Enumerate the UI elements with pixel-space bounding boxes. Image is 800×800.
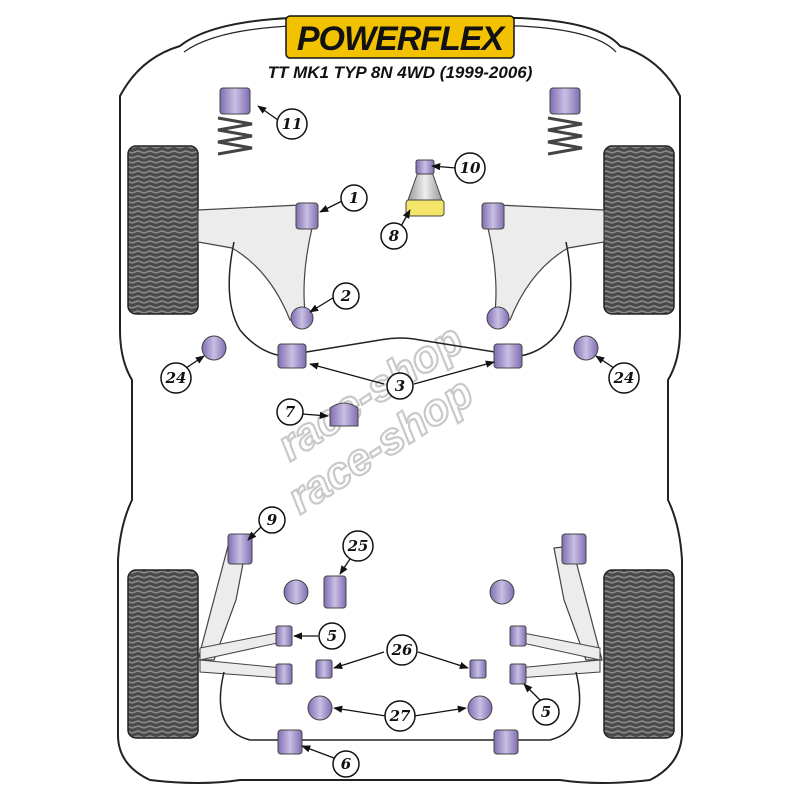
logo-text: POWERFLEX [297, 20, 507, 58]
svg-text:24: 24 [613, 369, 635, 387]
bush-24-left [201, 335, 227, 361]
svg-text:6: 6 [341, 755, 352, 773]
callout-27: 27 [384, 700, 416, 732]
bush-26-right [469, 659, 487, 679]
callout-10: 10 [454, 152, 486, 184]
bush-5-lower-right [509, 663, 527, 685]
svg-text:5: 5 [327, 627, 337, 645]
engine-mount [405, 159, 445, 217]
front-anti-roll-bar [228, 241, 572, 357]
callout-1: 1 [340, 184, 368, 212]
svg-text:2: 2 [340, 287, 351, 305]
svg-text:10: 10 [460, 159, 481, 177]
svg-text:7: 7 [285, 403, 296, 421]
bush-rear-round-left [283, 579, 309, 605]
callout-25: 25 [342, 530, 374, 562]
callout-7: 7 [276, 398, 304, 426]
svg-text:24: 24 [165, 369, 187, 387]
bush-25 [323, 575, 347, 609]
car-body-outline [117, 17, 683, 784]
svg-text:25: 25 [347, 537, 369, 555]
rear-right-tyre [603, 569, 675, 739]
bush-2-right [486, 306, 510, 330]
callout-2: 2 [332, 282, 360, 310]
callout-11: 11 [276, 108, 308, 140]
bush-1-right [481, 202, 505, 230]
callout-24-left: 24 [160, 362, 192, 394]
front-left-tyre [127, 145, 199, 315]
rear-anti-roll-bar [219, 671, 581, 741]
bush-6-right [493, 729, 519, 755]
bush-27-left [307, 695, 333, 721]
bush-3-left [277, 343, 307, 369]
rear-right-trailing-arm [553, 545, 603, 661]
callout-26: 26 [386, 634, 418, 666]
front-right-tyre [603, 145, 675, 315]
callout-5-right: 5 [532, 698, 560, 726]
bush-9-right [561, 533, 587, 565]
callout-3: 3 [386, 372, 414, 400]
vehicle-title: TT MK1 TYP 8N 4WD (1999-2006) [268, 63, 533, 82]
svg-text:27: 27 [389, 707, 411, 725]
callout-9: 9 [258, 506, 286, 534]
svg-text:1: 1 [349, 189, 359, 207]
svg-text:9: 9 [267, 511, 278, 529]
bush-26-left [315, 659, 333, 679]
svg-text:5: 5 [541, 703, 551, 721]
svg-text:8: 8 [389, 227, 400, 245]
callout-5-left: 5 [318, 622, 346, 650]
callout-24-right: 24 [608, 362, 640, 394]
front-left-spring [217, 87, 253, 156]
bush-2-left [290, 306, 314, 330]
svg-text:3: 3 [395, 377, 405, 395]
svg-text:26: 26 [391, 641, 413, 659]
bush-24-right [573, 335, 599, 361]
rear-left-tyre [127, 569, 199, 739]
bush-27-right [467, 695, 493, 721]
callout-6: 6 [332, 750, 360, 778]
bush-1-left [295, 202, 319, 230]
bush-7 [329, 402, 359, 427]
bush-9-left [227, 533, 253, 565]
bush-3-right [493, 343, 523, 369]
powerflex-logo: POWERFLEX [285, 15, 515, 59]
bush-5-upper-right [509, 625, 527, 647]
front-right-spring [547, 87, 583, 156]
callout-8: 8 [380, 222, 408, 250]
svg-text:11: 11 [282, 115, 303, 133]
bush-rear-round-right [489, 579, 515, 605]
bush-6-left [277, 729, 303, 755]
bush-5-lower-left [275, 663, 293, 685]
bush-5-upper-left [275, 625, 293, 647]
